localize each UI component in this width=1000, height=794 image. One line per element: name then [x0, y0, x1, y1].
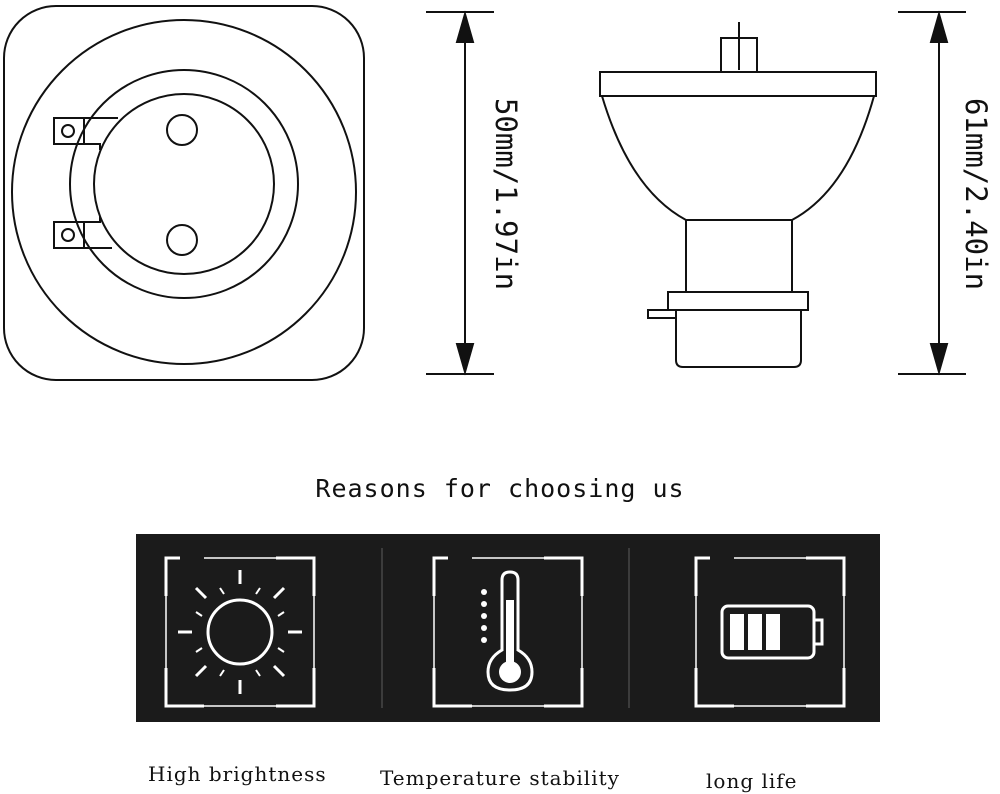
lamp-side-tab — [647, 309, 677, 319]
arrow-up — [929, 10, 949, 43]
front-view-frame — [3, 5, 365, 381]
height-dimension — [898, 10, 966, 376]
terminal-tab-top — [53, 117, 118, 150]
lamp-base-cap — [675, 310, 802, 368]
width-dimension — [426, 10, 494, 376]
feature-label-high-brightness: High brightness — [148, 762, 327, 786]
width-dimension-label: 50mm/1.97in — [489, 97, 523, 291]
section-title: Reasons for choosing us — [315, 474, 685, 503]
feature-divider — [381, 548, 383, 708]
arrow-down — [455, 343, 475, 376]
lamp-dimension-diagram — [3, 5, 966, 381]
sun-icon — [164, 556, 316, 708]
lamp-neck — [685, 219, 793, 293]
lamp-base-flange — [667, 291, 809, 311]
lamp-side-view — [599, 22, 877, 368]
terminal-tab-bottom — [53, 216, 112, 249]
height-dimension-label: 61mm/2.40in — [959, 97, 993, 291]
outer-reflector-circle — [11, 19, 357, 365]
feature-label-long-life: long life — [706, 769, 798, 793]
reflector-rim — [599, 71, 877, 97]
feature-divider — [628, 548, 630, 708]
battery-icon — [694, 556, 846, 708]
reflector-bowl — [601, 95, 875, 221]
mid-ring — [69, 69, 299, 299]
inner-ring — [93, 93, 275, 275]
arrow-up — [455, 10, 475, 43]
pin-bottom — [166, 224, 198, 256]
feature-label-temperature-stability: Temperature stability — [380, 766, 620, 790]
lamp-front-view — [3, 5, 365, 381]
thermometer-icon — [432, 556, 584, 708]
pin-top — [166, 114, 198, 146]
arrow-down — [929, 343, 949, 376]
